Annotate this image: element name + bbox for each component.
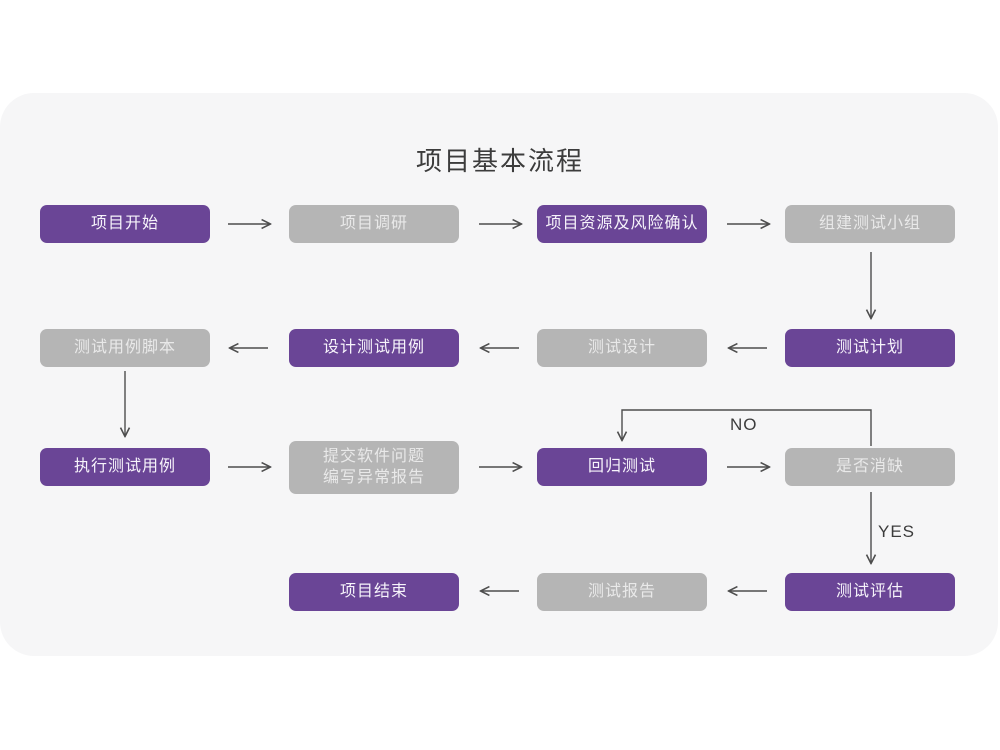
node-regression-test: 回归测试 xyxy=(537,448,707,486)
node-test-evaluation: 测试评估 xyxy=(785,573,955,611)
node-submit-issue-report: 提交软件问题 编写异常报告 xyxy=(289,441,459,494)
node-project-end: 项目结束 xyxy=(289,573,459,611)
node-test-plan: 测试计划 xyxy=(785,329,955,367)
node-project-research: 项目调研 xyxy=(289,205,459,243)
flowchart-card xyxy=(0,93,998,656)
node-design-test-cases: 设计测试用例 xyxy=(289,329,459,367)
node-defect-cleared-decision: 是否消缺 xyxy=(785,448,955,486)
node-test-report: 测试报告 xyxy=(537,573,707,611)
yes-branch-label: YES xyxy=(878,522,916,541)
diagram-title: 项目基本流程 xyxy=(415,146,584,176)
node-test-design: 测试设计 xyxy=(537,329,707,367)
node-project-start: 项目开始 xyxy=(40,205,210,243)
node-build-test-team: 组建测试小组 xyxy=(785,205,955,243)
node-test-case-script: 测试用例脚本 xyxy=(40,329,210,367)
node-resource-risk-confirm: 项目资源及风险确认 xyxy=(537,205,707,243)
node-execute-test-cases: 执行测试用例 xyxy=(40,448,210,486)
no-branch-label: NO xyxy=(730,415,758,434)
